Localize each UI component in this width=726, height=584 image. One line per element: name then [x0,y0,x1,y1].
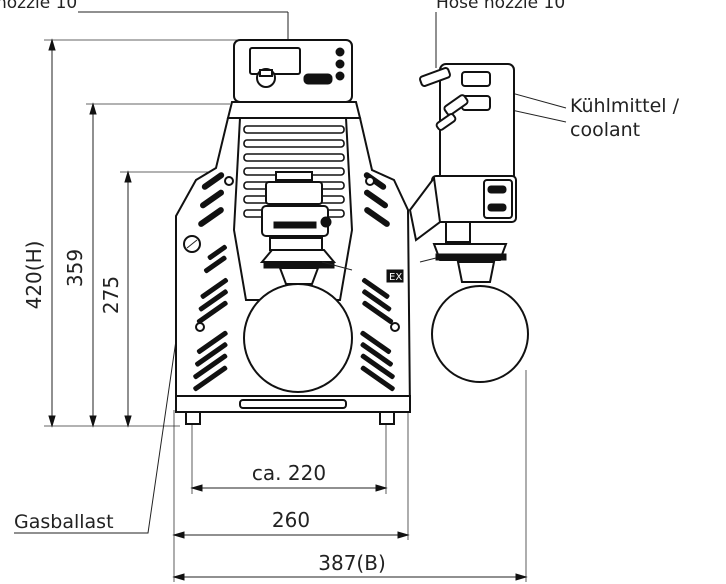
foot [185,411,201,425]
display-screen [249,47,301,75]
dim-height-total: 420(H) [22,241,46,310]
dim-width-body: 260 [272,508,310,532]
hose-nozzle-icon [419,67,451,87]
ex-badge-text: EX [389,272,402,283]
screw [224,176,234,186]
screw [365,176,375,186]
button-strip [303,73,333,85]
coolant-label-line2: coolant [570,119,640,141]
dim-height-mid: 359 [63,249,87,287]
gasballast-label: Gasballast [14,511,114,533]
dim-width-total: 387(B) [318,551,386,575]
side-condenser [408,63,529,383]
left-vent-slots [193,172,229,392]
ex-badge [386,269,404,283]
top-left-callout: nozzle 10 [0,0,77,13]
coolant-label-line1: Kühlmittel / [570,95,680,117]
horizontal-dimensions [172,370,528,582]
top-right-callout: Hose nozzle 10 [436,0,565,13]
pump-unit: EX [175,39,412,425]
screw [195,322,205,332]
side-receiving-flask [431,285,529,383]
screw [390,322,400,332]
foot [379,411,395,425]
receiving-flask [243,283,353,393]
coolant-nozzle-icon [443,94,469,116]
vertical-dimensions [44,38,282,428]
dim-height-low: 275 [99,276,123,314]
right-vent-slots [360,172,395,392]
dim-width-feet: ca. 220 [252,461,326,485]
